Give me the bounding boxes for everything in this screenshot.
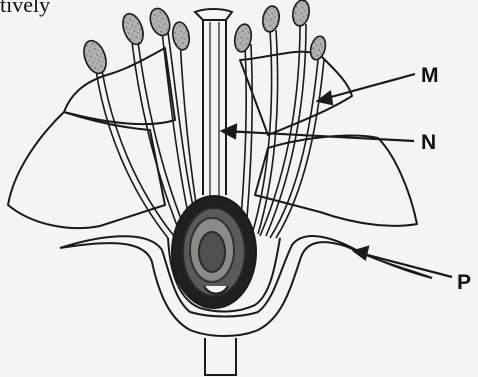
anther-3 [147, 6, 173, 38]
petal-left [8, 112, 165, 228]
anther-7 [291, 0, 311, 27]
anther-5 [233, 23, 254, 53]
pointer-p [356, 252, 452, 277]
label-n: N [421, 131, 436, 154]
stalk [205, 338, 236, 375]
anther-2 [119, 11, 147, 47]
stigma [195, 9, 232, 20]
petal-top-left [64, 48, 175, 124]
anther-1 [80, 38, 110, 77]
anther-6 [261, 5, 281, 33]
anther-4 [171, 21, 192, 51]
label-m: M [421, 64, 439, 87]
style [203, 20, 226, 195]
label-p: P [457, 271, 471, 294]
